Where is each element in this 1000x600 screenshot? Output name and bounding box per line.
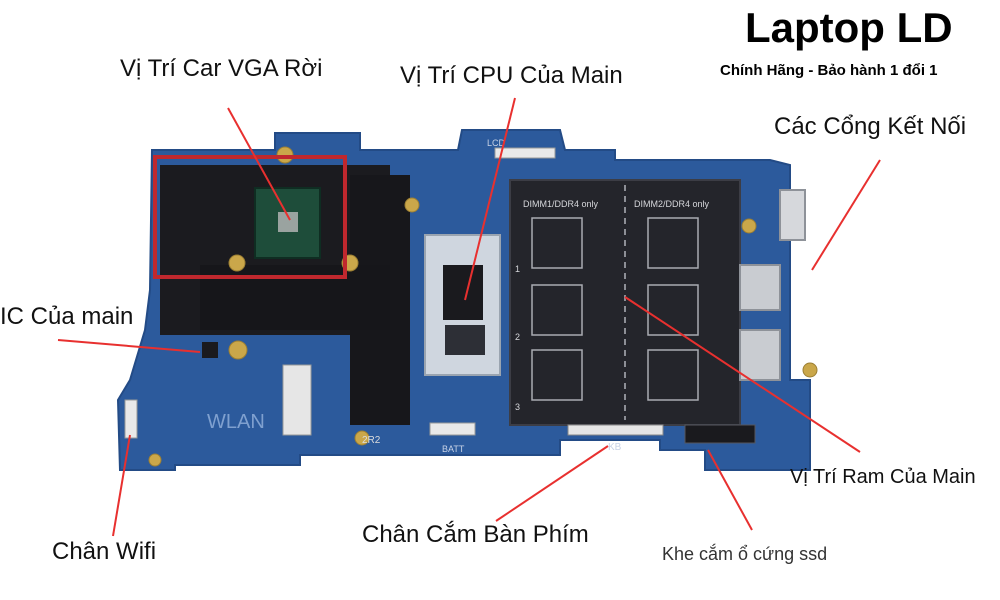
callout-cpu: [464, 97, 516, 301]
keyboard-connector: [567, 424, 664, 436]
label-vga: Vị Trí Car VGA Rời: [120, 55, 323, 82]
vga-highlight-box: [153, 155, 347, 279]
wifi-connector: [124, 399, 138, 439]
ram-install-diagrams: [531, 217, 699, 401]
ic-chip: [202, 342, 218, 358]
slot-number-2: 2: [515, 332, 520, 342]
callout-lines: [57, 97, 881, 537]
kb-silkscreen: KB: [608, 442, 622, 453]
gpu-die: [278, 212, 298, 232]
brand-title: Laptop LD: [745, 4, 953, 51]
pch-die: [445, 325, 485, 355]
callout-keyboard: [495, 445, 609, 522]
label-wifi: Chân Wifi: [52, 538, 157, 565]
chip-mark: 2R2: [362, 435, 381, 446]
label-keyboard: Chân Cắm Bàn Phím: [362, 521, 589, 548]
cpu-die: [443, 265, 483, 320]
wlan-silkscreen: WLAN: [207, 411, 265, 433]
shield-zone: [200, 265, 390, 330]
wlan-slot: [282, 364, 312, 436]
callout-ram: [624, 296, 861, 453]
label-ic: IC Của main: [0, 303, 134, 330]
battery-connector: [429, 422, 476, 436]
callout-ic: [57, 339, 201, 353]
dimm1-silkscreen: DIMM1/DDR4 only: [523, 199, 599, 209]
callout-ports: [811, 159, 881, 271]
ssd-slot: [684, 424, 756, 444]
usb-port: [739, 264, 781, 311]
callout-wifi: [112, 434, 131, 537]
usbc-port: [779, 189, 806, 241]
label-ram: Vị Trí Ram Của Main: [790, 466, 976, 488]
brand-tagline: Chính Hãng - Bảo hành 1 đổi 1: [720, 62, 938, 79]
callout-ssd: [707, 449, 753, 531]
callout-vga: [227, 107, 291, 221]
dimm2-silkscreen: DIMM2/DDR4 only: [634, 199, 710, 209]
hdmi-port: [739, 329, 781, 381]
label-ssd: Khe cắm ổ cứng ssd: [662, 544, 828, 564]
label-ports: Các Cổng Kết Nối: [774, 113, 967, 140]
slot-number-3: 3: [515, 402, 520, 412]
batt-silkscreen: BATT: [442, 444, 465, 454]
lcd-silkscreen: LCD: [487, 138, 506, 148]
slot-number-1: 1: [515, 264, 520, 274]
label-cpu: Vị Trí CPU Của Main: [400, 62, 623, 89]
lcd-connector: [494, 147, 556, 159]
